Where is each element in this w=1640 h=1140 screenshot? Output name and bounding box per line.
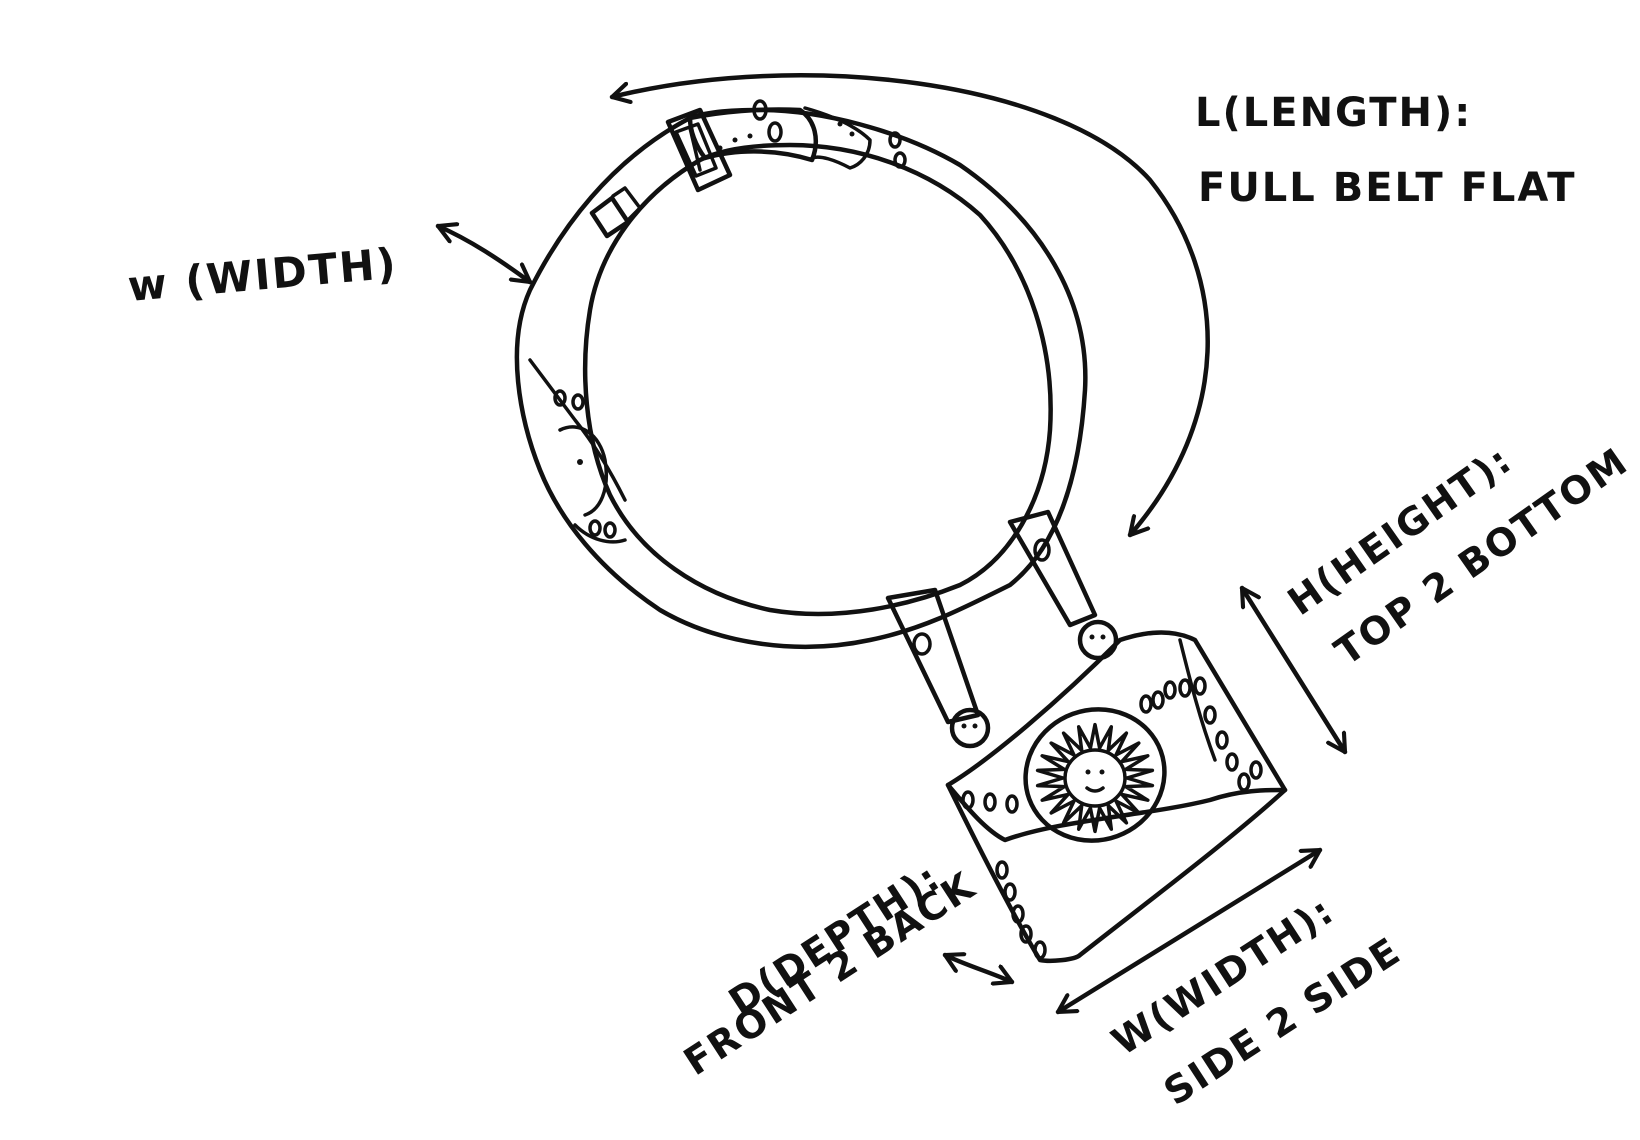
- rivet: [1193, 676, 1207, 696]
- pouch-width-arrow: [1055, 847, 1323, 1015]
- rivet: [961, 790, 975, 810]
- belt-inner-edge: [582, 142, 1053, 617]
- belt-outer-edge: [514, 107, 1088, 649]
- rivet: [995, 860, 1009, 880]
- sun-emblem-icon: [1023, 707, 1167, 843]
- rivet: [1225, 752, 1239, 772]
- pouch-icon: [885, 509, 1288, 964]
- rivet: [1178, 678, 1192, 698]
- rivet: [1139, 694, 1153, 714]
- rivet: [983, 792, 997, 812]
- pouch-strap-left: [885, 587, 981, 725]
- rivet: [1203, 705, 1217, 725]
- depth-arrow: [942, 955, 1015, 982]
- length-desc: FULL BELT FLAT: [1198, 165, 1577, 211]
- belt-icon: [514, 99, 1088, 649]
- belt-width-arrow: [435, 226, 533, 285]
- rivet: [1011, 904, 1025, 924]
- rivet: [1163, 680, 1177, 700]
- length-arrow: [609, 73, 1210, 538]
- rivet: [1019, 924, 1033, 944]
- rivet: [1151, 690, 1165, 710]
- length-title: L(LENGTH):: [1195, 90, 1473, 136]
- sun-rays: [1035, 722, 1155, 834]
- rivet: [1003, 882, 1017, 902]
- rivet: [1215, 730, 1229, 750]
- pouch-rivets: [961, 676, 1263, 960]
- height-arrow: [1239, 585, 1348, 755]
- rivet: [1005, 794, 1019, 814]
- rivet: [1249, 760, 1263, 780]
- rivet: [1033, 940, 1047, 960]
- rivet: [1237, 772, 1251, 792]
